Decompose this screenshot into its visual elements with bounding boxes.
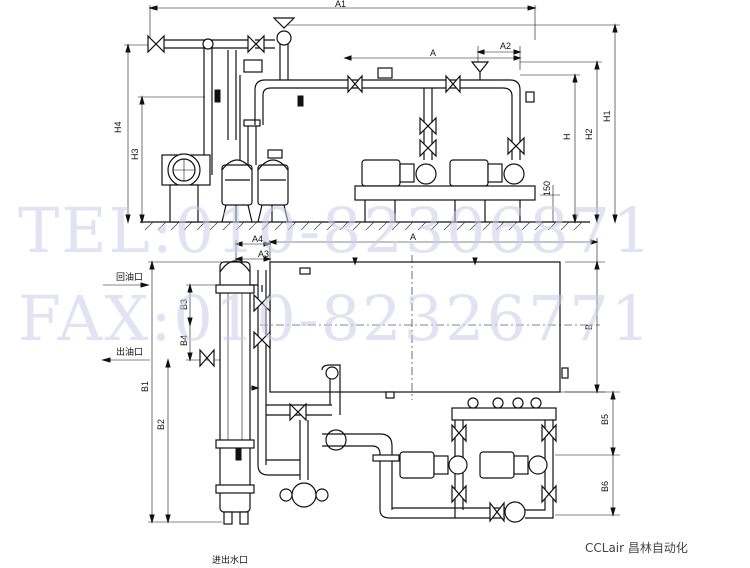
dim-a3: A3	[258, 249, 269, 259]
vertical-pipe	[203, 40, 213, 175]
watermark: TEL:010-82306871 FAX:010-82326771	[18, 194, 654, 355]
dim-a-plan: A	[410, 232, 416, 242]
valve-icon	[253, 330, 271, 350]
sensor-icon	[377, 67, 393, 79]
dim-150: 150	[542, 181, 552, 196]
elevation-view: A1 A2 A	[113, 0, 620, 231]
duplex-filter	[221, 159, 289, 223]
dim-h2: H2	[584, 128, 594, 140]
valve-icon	[247, 34, 265, 54]
valve-icon	[253, 293, 271, 313]
outlet-oil-port: 出油口	[101, 346, 150, 363]
dim-b5: B5	[600, 414, 610, 425]
water-inout-port: 进出水口	[212, 554, 248, 566]
valve-icon	[289, 402, 307, 422]
watermark-fax: FAX:010-82326771	[18, 282, 652, 355]
dim-b4: B4	[179, 335, 189, 346]
dim-h1: H1	[602, 110, 612, 122]
dim-b: B	[584, 324, 594, 330]
dim-h: H	[562, 134, 572, 141]
return-oil-port: 回油口	[103, 271, 150, 288]
return-oil-label: 回油口	[116, 271, 143, 283]
valve-icon	[445, 74, 461, 94]
gauge-icon	[291, 482, 317, 508]
plan-view: A4 A3 A B B5 B6	[101, 232, 620, 566]
valve-icon	[347, 74, 363, 94]
dim-h3: H3	[130, 148, 140, 160]
dim-a1: A1	[335, 0, 346, 9]
outlet-oil-label: 出油口	[116, 346, 143, 358]
watermark-tel: TEL:010-82306871	[18, 194, 654, 267]
dim-a2: A2	[500, 41, 511, 51]
pump-set	[354, 88, 536, 222]
flange-icon	[243, 59, 263, 73]
dim-a-top: A	[430, 48, 436, 58]
brand-label: CCLair 昌林自动化	[585, 541, 688, 555]
cooler-unit	[161, 153, 211, 223]
dim-b6: B6	[600, 481, 610, 492]
oil-tank	[269, 261, 561, 393]
water-inout-label: 进出水口	[212, 554, 248, 566]
pump-motors-plan	[399, 397, 557, 504]
dim-b1: B1	[140, 381, 150, 392]
ground-hatch	[144, 221, 583, 231]
valve-icon	[199, 348, 215, 368]
gauge-icon	[276, 30, 292, 46]
valve-icon	[147, 34, 165, 54]
dim-a4: A4	[252, 234, 263, 244]
dim-h4: H4	[113, 121, 123, 133]
valve-icon	[489, 501, 505, 523]
dim-b2: B2	[156, 419, 166, 430]
cooler-vertical	[215, 260, 255, 525]
dim-b3: B3	[179, 299, 189, 310]
